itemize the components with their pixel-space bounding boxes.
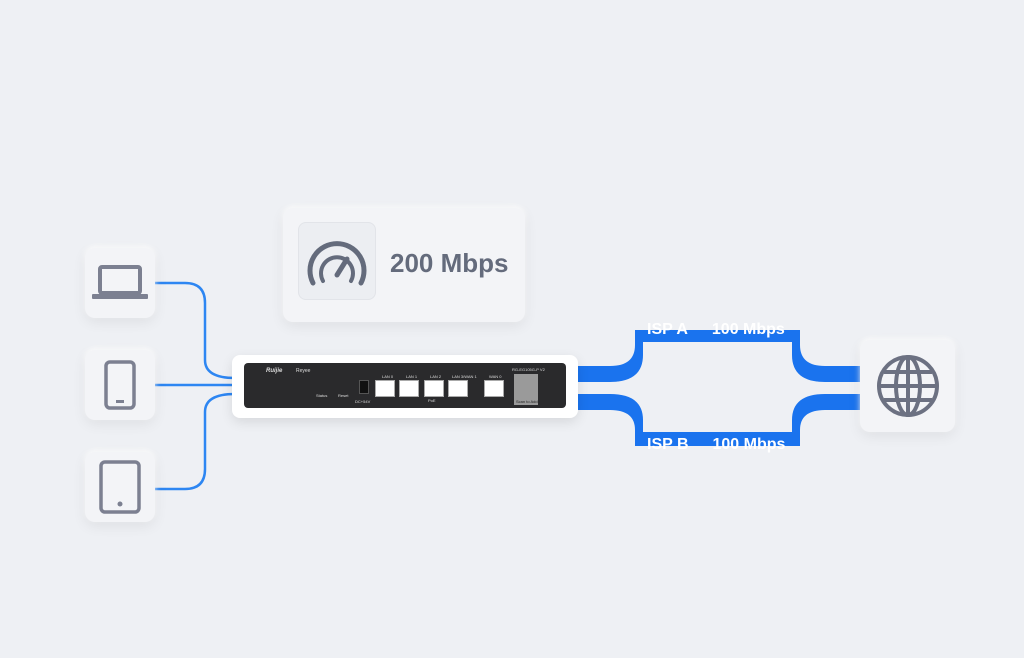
port-label: LAN 2 (430, 374, 442, 379)
lan-port (448, 380, 468, 397)
lan-port (424, 380, 444, 397)
router: Ruijie Reyee Status Reset DC+54V LAN 0 L… (232, 355, 578, 418)
phone-icon (104, 360, 136, 410)
poe-label: PoE (428, 398, 436, 403)
tablet-icon (99, 460, 141, 514)
qr-code: Scan to Add (514, 374, 538, 405)
model-label: RG-EG105G-P V2 (512, 367, 545, 372)
reset-label: Reset (338, 393, 349, 398)
lan-port (375, 380, 395, 397)
sub-brand: Reyee (296, 368, 311, 374)
port-label: WAN 0 (489, 374, 502, 379)
port-label: LAN 3/WAN 1 (452, 374, 477, 379)
brand: Ruijie (266, 368, 283, 374)
laptop-icon (92, 265, 148, 299)
tablet-card (85, 452, 155, 522)
speed-card: 200 Mbps (283, 208, 525, 322)
power-label: DC+54V (355, 399, 371, 404)
port-label: LAN 0 (382, 374, 394, 379)
speed-label: 200 Mbps (390, 248, 509, 278)
phone-card (85, 350, 155, 420)
wan-port (484, 380, 504, 397)
laptop-card (85, 248, 155, 318)
globe-icon (876, 355, 939, 417)
status-label: Status (316, 393, 328, 398)
speedometer-icon (307, 241, 367, 286)
lan-port (399, 380, 419, 397)
port-label: LAN 1 (406, 374, 418, 379)
internet-card (860, 340, 955, 432)
